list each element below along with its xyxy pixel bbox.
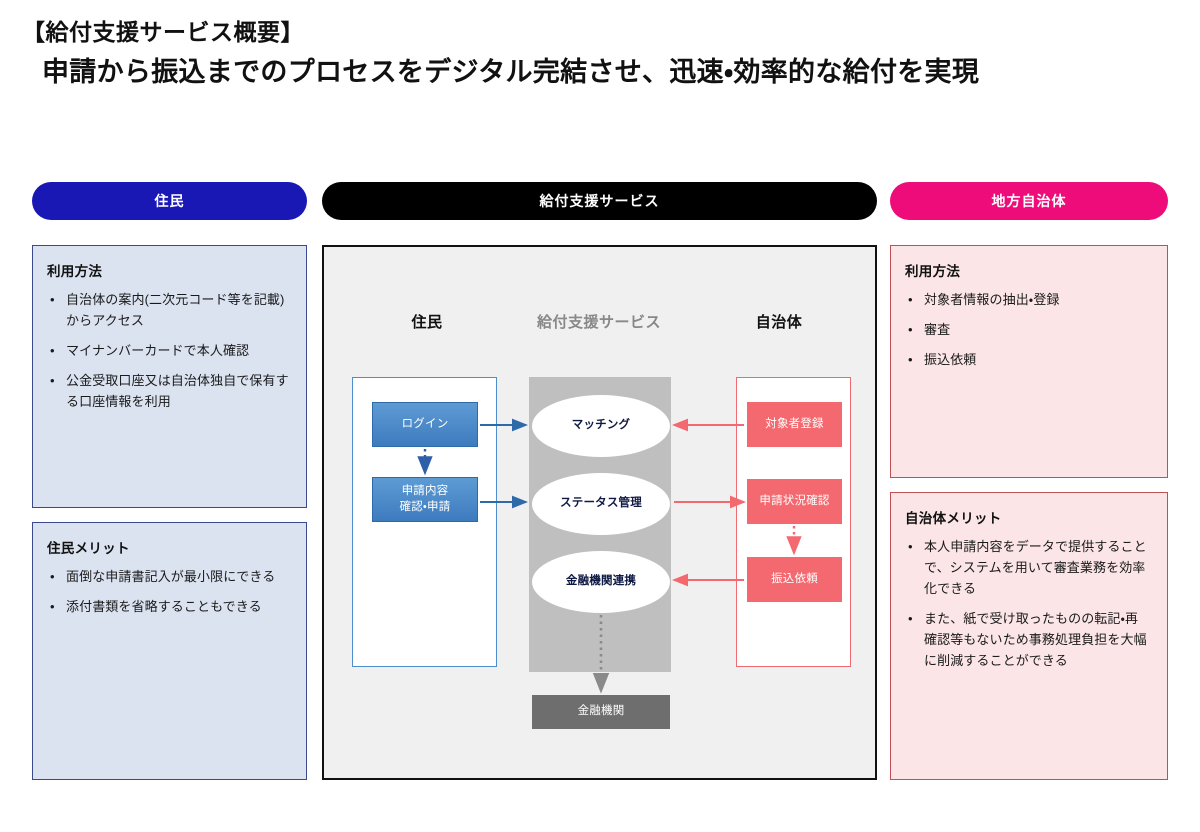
- node-application-status-label: 申請状況確認: [759, 494, 830, 507]
- panel-usage-municipality: 利用方法 対象者情報の抽出・登録 審査 振込依頼: [890, 245, 1168, 478]
- node-target-registration-label: 対象者登録: [765, 417, 824, 430]
- list-item: 本人申請内容をデータで提供することで、システムを用いて審査業務を効率化できる: [905, 536, 1151, 599]
- panel-usage-municipality-list: 対象者情報の抽出・登録 審査 振込依頼: [905, 289, 1151, 370]
- panel-merit-resident-list: 面倒な申請書記入が最小限にできる 添付書類を省略することもできる: [47, 566, 290, 617]
- node-financial-institution[interactable]: 金融機関: [532, 695, 670, 729]
- list-item: マイナンバーカードで本人確認: [47, 340, 290, 361]
- header-pill-service-label: 給付支援サービス: [539, 193, 660, 209]
- header-pill-resident-label: 住民: [154, 193, 185, 209]
- page-title: 【給付支援サービス概要】 申請から振込までのプロセスをデジタル完結させ、迅速・効…: [22, 18, 1182, 90]
- list-item: 添付書類を省略することもできる: [47, 596, 290, 617]
- panel-usage-resident-list: 自治体の案内(二次元コード等を記載)からアクセス マイナンバーカードで本人確認 …: [47, 289, 290, 412]
- node-transfer-request-label: 振込依頼: [771, 572, 818, 585]
- process-flow-diagram: 住民 給付支援サービス 自治体: [322, 245, 877, 780]
- node-application-status[interactable]: 申請状況確認: [747, 479, 842, 524]
- node-bank-integration-label: 金融機関連携: [565, 575, 637, 588]
- node-financial-institution-label: 金融機関: [577, 705, 625, 718]
- panel-merit-resident-heading: 住民メリット: [47, 541, 130, 556]
- diagram-column-label-resident: 住民: [411, 314, 443, 331]
- node-application-label-line2: 確認・申請: [399, 500, 451, 513]
- diagram-connectors: [417, 418, 802, 694]
- header-pill-resident: 住民: [32, 182, 307, 220]
- list-item: 面倒な申請書記入が最小限にできる: [47, 566, 290, 587]
- panel-usage-municipality-heading: 利用方法: [905, 264, 961, 279]
- node-matching[interactable]: マッチング: [532, 395, 670, 457]
- list-item: また、紙で受け取ったものの転記・再確認等もないため事務処理負担を大幅に削減するこ…: [905, 608, 1151, 671]
- node-target-registration[interactable]: 対象者登録: [747, 402, 842, 447]
- diagram-column-label-service: 給付支援サービス: [536, 314, 661, 331]
- node-bank-integration[interactable]: 金融機関連携: [532, 551, 670, 613]
- node-status-management[interactable]: ステータス管理: [532, 473, 670, 535]
- node-login-label: ログイン: [401, 417, 449, 430]
- node-status-management-label: ステータス管理: [560, 497, 642, 510]
- diagram-column-label-municipality: 自治体: [755, 314, 803, 331]
- panel-merit-municipality-list: 本人申請内容をデータで提供することで、システムを用いて審査業務を効率化できる ま…: [905, 536, 1151, 671]
- list-item: 公金受取口座又は自治体独自で保有する口座情報を利用: [47, 370, 290, 412]
- panel-merit-municipality-heading: 自治体メリット: [905, 511, 1002, 526]
- list-item: 振込依頼: [905, 349, 1151, 370]
- list-item: 対象者情報の抽出・登録: [905, 289, 1151, 310]
- list-item: 自治体の案内(二次元コード等を記載)からアクセス: [47, 289, 290, 331]
- header-pill-municipality-label: 地方自治体: [991, 193, 1067, 209]
- panel-merit-municipality: 自治体メリット 本人申請内容をデータで提供することで、システムを用いて審査業務を…: [890, 492, 1168, 780]
- panel-usage-resident: 利用方法 自治体の案内(二次元コード等を記載)からアクセス マイナンバーカードで…: [32, 245, 307, 508]
- list-item: 審査: [905, 319, 1151, 340]
- node-login[interactable]: ログイン: [372, 402, 478, 447]
- node-application[interactable]: 申請内容 確認・申請: [372, 477, 478, 522]
- node-transfer-request[interactable]: 振込依頼: [747, 557, 842, 602]
- header-pill-service: 給付支援サービス: [322, 182, 877, 220]
- panel-merit-resident: 住民メリット 面倒な申請書記入が最小限にできる 添付書類を省略することもできる: [32, 522, 307, 780]
- node-matching-label: マッチング: [571, 419, 631, 432]
- page-subtitle: 申請から振込までのプロセスをデジタル完結させ、迅速・効率的な給付を実現: [42, 56, 980, 87]
- node-application-label-line1: 申請内容: [401, 484, 449, 497]
- page-title-bracket: 【給付支援サービス概要】: [22, 19, 304, 45]
- header-pill-municipality: 地方自治体: [890, 182, 1168, 220]
- panel-usage-resident-heading: 利用方法: [47, 264, 103, 279]
